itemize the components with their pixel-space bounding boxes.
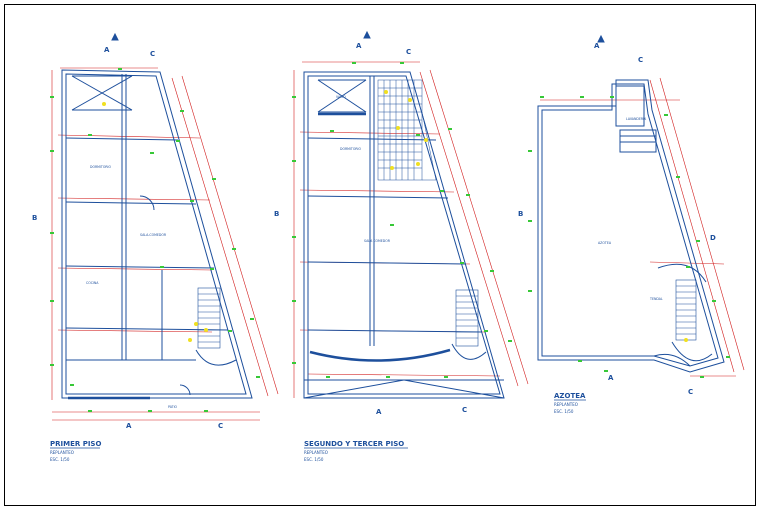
- plan3-room-3: TENDAL: [649, 297, 663, 301]
- plan1-fixtures: [102, 102, 208, 342]
- plan3-stair: [657, 263, 713, 362]
- axis-arrows: [111, 30, 605, 43]
- plan1-room-1: DORMITORIO: [90, 165, 111, 169]
- plan3-room-2: LAVANDERIA: [626, 117, 647, 121]
- plan2-axis-left-b: B: [274, 210, 279, 218]
- plan3-axis-right-d: D: [710, 234, 716, 242]
- plan1-walls: [61, 69, 253, 399]
- plan1-subtitle: REPLANTEO: [50, 450, 74, 455]
- plan1-axis-top-c: C: [150, 50, 155, 58]
- plan-azotea: A C B D A C AZOTEA LAVANDERIA TENDAL AZO…: [518, 42, 745, 414]
- plan1-stair: [195, 287, 237, 366]
- plan3-axis-top-a: A: [594, 42, 600, 50]
- plan1-room-3: COCINA: [86, 281, 99, 285]
- plan2-title: SEGUNDO Y TERCER PISO: [304, 440, 404, 448]
- plan2-room-2: SALA COMEDOR: [364, 239, 391, 243]
- plan2-subtitle: REPLANTEO: [304, 450, 328, 455]
- plan1-axis-left-b: B: [32, 214, 37, 222]
- plan1-title: PRIMER PISO: [50, 440, 101, 448]
- plan3-fixtures: [684, 338, 688, 342]
- plan3-markers: [528, 96, 730, 378]
- plan2-room-1: VACIO: [336, 95, 346, 99]
- plan1-markers: [50, 68, 260, 412]
- plan3-scale: ESC. 1/50: [554, 409, 574, 414]
- plan-segundo-tercer-piso: A C B A C VACIO SALA COMEDOR DORMITORIO …: [274, 42, 529, 462]
- plan1-axis-bottom-c: C: [218, 422, 223, 430]
- plan1-scale: ESC. 1/50: [50, 457, 70, 462]
- plan3-axis-top-c: C: [638, 56, 643, 64]
- sheet-border: [4, 4, 756, 506]
- plan3-axis-bottom-c: C: [688, 388, 693, 396]
- plan2-fixtures: [384, 90, 428, 170]
- plan3-axis-bottom-a: A: [608, 374, 614, 382]
- plan1-room-4: PATIO: [168, 405, 178, 409]
- plan2-scale: ESC. 1/50: [304, 457, 324, 462]
- plan1-room-2: SALA-COMEDOR: [140, 233, 167, 237]
- plan2-room-3: DORMITORIO: [340, 147, 361, 151]
- plan2-tile-grid: [377, 79, 437, 181]
- plan2-axis-bottom-c: C: [462, 406, 467, 414]
- plan2-walls: [303, 71, 505, 399]
- plan2-axis-top-c: C: [406, 48, 411, 56]
- plan1-axis-top-a: A: [104, 46, 110, 54]
- plan3-dimensions: [540, 77, 745, 377]
- plan2-axis-top-a: A: [356, 42, 362, 50]
- plan3-axis-left-b: B: [518, 210, 523, 218]
- plan-primer-piso: A C B A C DORMITORIO SALA-COMEDOR COCINA…: [32, 46, 279, 462]
- plan2-markers: [292, 62, 512, 378]
- plan2-stair: [451, 289, 487, 360]
- plan3-room-1: AZOTEA: [598, 241, 612, 245]
- plan1-dimensions: [51, 67, 279, 421]
- plan1-axis-bottom-a: A: [126, 422, 132, 430]
- plan2-axis-bottom-a: A: [376, 408, 382, 416]
- plan3-title: AZOTEA: [554, 392, 586, 400]
- plan2-balcony-curve: [309, 348, 451, 362]
- plan3-subtitle: REPLANTEO: [554, 402, 578, 407]
